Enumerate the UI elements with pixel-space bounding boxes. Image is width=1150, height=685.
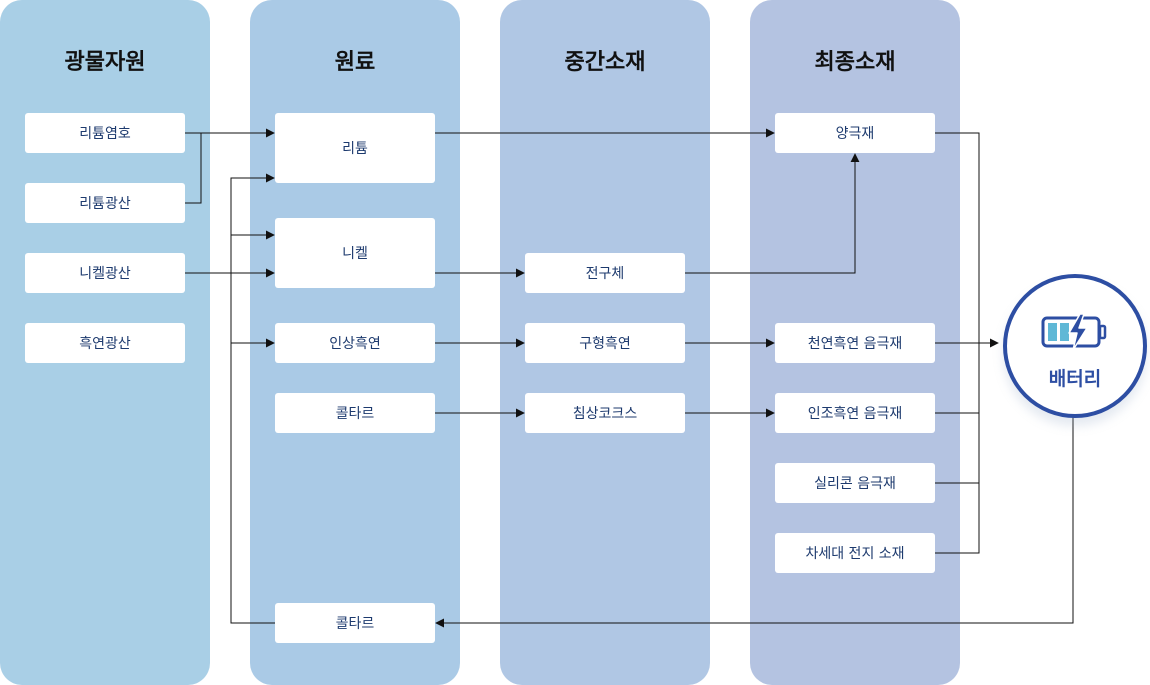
- node-natural-graphite-raw: 인상흑연: [275, 323, 435, 363]
- node-label: 실리콘 음극재: [814, 476, 896, 492]
- node-coal-tar-recycle: 콜타르: [275, 603, 435, 643]
- node-label: 리튬광산: [79, 196, 131, 212]
- link-battery-recycle: [435, 414, 1074, 628]
- node-needle-coke: 침상코크스: [525, 393, 685, 433]
- node-label: 전구체: [585, 266, 625, 282]
- node-spherical-graphite: 구형흑연: [525, 323, 685, 363]
- node-coal-tar: 콜타르: [275, 393, 435, 433]
- node-nickel: 니켈: [275, 218, 435, 288]
- node-label: 니켈광산: [79, 266, 131, 282]
- node-artificial-graphite-anode: 인조흑연 음극재: [775, 393, 935, 433]
- node-next-gen-battery-material: 차세대 전지 소재: [775, 533, 935, 573]
- node-graphite-mine: 흑연광산: [25, 323, 185, 363]
- column-title-mineral: 광물자원: [64, 50, 146, 75]
- link-ore-to-lithium: [185, 133, 202, 204]
- node-label: 콜타르: [335, 616, 375, 632]
- node-label: 리튬염호: [79, 126, 131, 142]
- link-recycle-to-lithium: [230, 173, 275, 624]
- node-natural-graphite-anode: 천연흑연 음극재: [775, 323, 935, 363]
- column-title-final: 최종소재: [814, 50, 896, 75]
- node-lithium-ore: 리튬광산: [25, 183, 185, 223]
- column-title-raw: 원료: [334, 50, 376, 75]
- node-label: 침상코크스: [572, 406, 638, 422]
- node-nickel-mine: 니켈광산: [25, 253, 185, 293]
- node-precursor: 전구체: [525, 253, 685, 293]
- battery-node: 배터리: [1003, 274, 1147, 418]
- node-label: 양극재: [835, 126, 875, 142]
- node-label: 천연흑연 음극재: [807, 336, 903, 352]
- node-label: 콜타르: [335, 406, 375, 422]
- node-lithium-brine: 리튬염호: [25, 113, 185, 153]
- link-precursor-to-cathode: [685, 153, 860, 274]
- node-lithium: 리튬: [275, 113, 435, 183]
- node-silicon-anode: 실리콘 음극재: [775, 463, 935, 503]
- battery-icon: [1041, 313, 1107, 351]
- column-title-intermediate: 중간소재: [564, 50, 646, 75]
- node-label: 흑연광산: [79, 336, 131, 352]
- node-label: 차세대 전지 소재: [805, 546, 905, 562]
- node-cathode: 양극재: [775, 113, 935, 153]
- node-label: 인상흑연: [329, 336, 381, 352]
- node-label: 니켈: [342, 246, 368, 262]
- battery-label: 배터리: [1048, 368, 1102, 390]
- node-label: 리튬: [342, 141, 368, 157]
- node-label: 구형흑연: [579, 336, 631, 352]
- node-label: 인조흑연 음극재: [807, 406, 903, 422]
